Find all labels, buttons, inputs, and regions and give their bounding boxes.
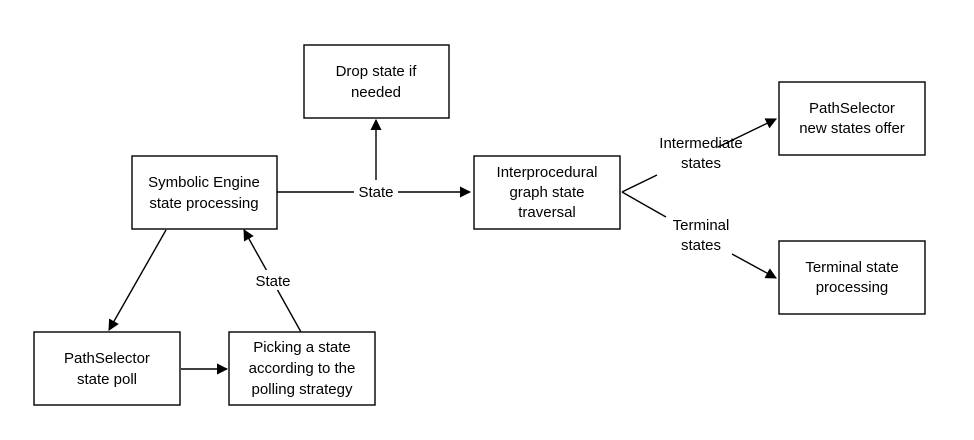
node-picking-state: Picking a state according to the polling… <box>228 331 376 406</box>
edge-traversal-to-terminal <box>621 191 777 279</box>
svg-text:processing: processing <box>816 279 889 296</box>
svg-text:Picking a state: Picking a state <box>253 339 351 356</box>
svg-text:State: State <box>255 273 290 290</box>
svg-text:Intermediate: Intermediate <box>659 135 742 152</box>
svg-text:states: states <box>681 155 721 172</box>
svg-text:Drop state if: Drop state if <box>336 63 418 80</box>
edge-label-intermediate-states: Intermediate states <box>659 135 742 172</box>
svg-text:new states offer: new states offer <box>799 120 905 137</box>
edge-label-engine-state: State <box>354 182 398 201</box>
svg-text:Terminal: Terminal <box>673 217 730 234</box>
svg-text:graph state: graph state <box>509 184 584 201</box>
svg-text:state processing: state processing <box>149 195 258 212</box>
svg-text:states: states <box>681 237 721 254</box>
svg-text:PathSelector: PathSelector <box>64 350 150 367</box>
svg-text:traversal: traversal <box>518 204 576 221</box>
node-symbolic-engine: Symbolic Engine state processing <box>131 155 278 230</box>
svg-text:State: State <box>358 184 393 201</box>
edge-traversal-to-offer <box>621 118 778 193</box>
edge-label-terminal-states: Terminal states <box>673 217 730 254</box>
svg-text:needed: needed <box>351 84 401 101</box>
svg-text:according to the: according to the <box>249 360 356 377</box>
svg-text:PathSelector: PathSelector <box>809 100 895 117</box>
svg-text:Interprocedural: Interprocedural <box>497 164 598 181</box>
svg-text:polling strategy: polling strategy <box>252 381 353 398</box>
svg-text:Terminal state: Terminal state <box>805 259 898 276</box>
node-terminal-processing: Terminal state processing <box>778 240 926 315</box>
edge-engine-to-poll <box>108 229 167 331</box>
node-pathselector-offer: PathSelector new states offer <box>778 81 926 156</box>
svg-text:state poll: state poll <box>77 371 137 388</box>
svg-text:Symbolic Engine: Symbolic Engine <box>148 174 260 191</box>
node-pathselector-poll: PathSelector state poll <box>33 331 181 406</box>
node-drop-state: Drop state if needed <box>303 44 450 119</box>
edge-label-picking-state: State <box>250 270 296 290</box>
node-interprocedural-traversal: Interprocedural graph state traversal <box>473 155 621 230</box>
